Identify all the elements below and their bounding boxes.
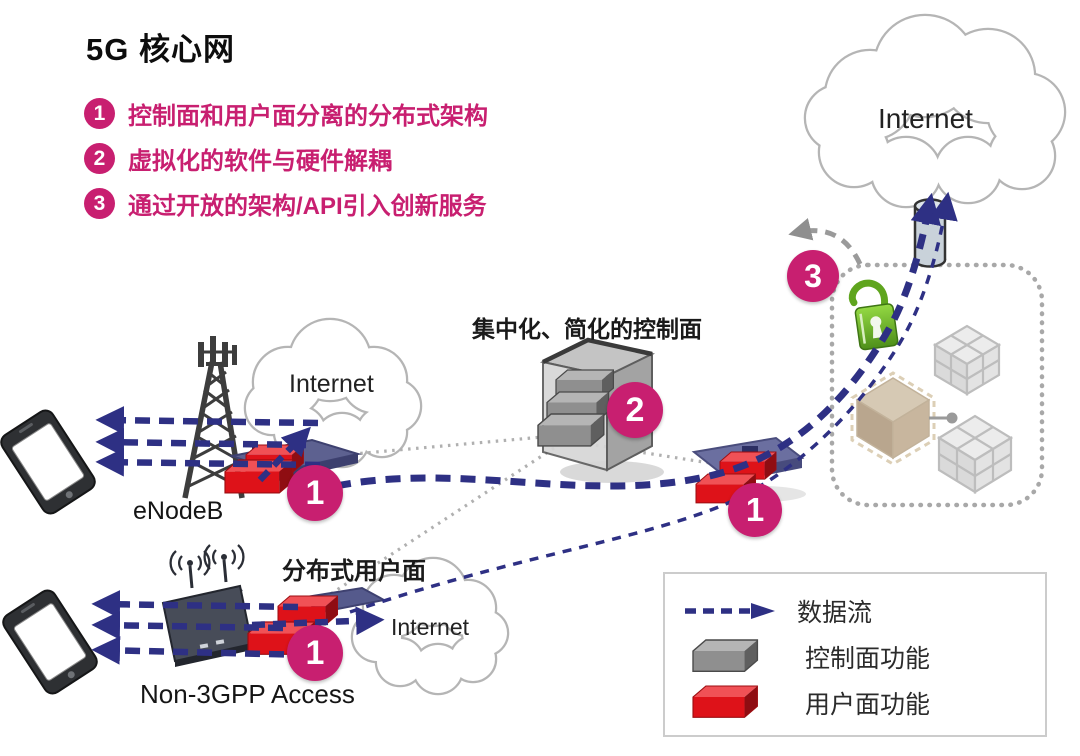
data-flow-secondary [349,191,958,614]
marker-badge-core: 1 [728,483,782,537]
cloud-label-enodeb: Internet [289,370,374,398]
legend-item-user-plane: 用户面功能 [681,680,1045,726]
data-flow-main [335,192,941,490]
wifi-access-point-icon [161,544,254,667]
cell-tower-icon [182,336,245,499]
container-cube-icon-top [932,324,1002,396]
bullet-badge-3: 3 [84,188,115,219]
label-distributed-user-plane: 分布式用户面 [282,558,426,585]
openness-arrow [788,218,863,266]
vnf-cube-icon [850,371,958,466]
cloud-label-non3gpp: Internet [391,614,469,640]
bullet-item-3: 3 通过开放的架构/API引入创新服务 [84,186,487,221]
page-title: 5G 核心网 [86,32,235,67]
bullet-item-2: 2 虚拟化的软件与硬件解耦 [84,141,392,176]
marker-badge-non3gpp: 1 [287,625,343,681]
open-platform-boundary [829,262,1045,508]
data-flows [91,191,958,665]
gray-box-icon [692,639,759,672]
red-box-icon [692,685,758,718]
bullet-text-1: 控制面和用户面分离的分布式架构 [128,103,488,130]
legend-item-control-plane: 控制面功能 [681,634,1045,680]
smartphone-icon-top [0,409,96,515]
marker-badge-control: 2 [607,382,663,438]
label-enodeb: eNodeB [133,497,224,525]
label-central-control-plane: 集中化、简化的控制面 [472,316,702,342]
smartphone-icon-bottom [2,589,98,695]
legend-label-data-flow: 数据流 [797,599,873,627]
bullet-text-2: 虚拟化的软件与硬件解耦 [128,148,392,175]
bullet-item-1: 1 控制面和用户面分离的分布式架构 [84,96,488,131]
legend: 数据流 控制面功能 用户面功能 [663,572,1047,737]
label-non-3gpp-access: Non-3GPP Access [140,679,355,709]
container-cube-icon-bottom [936,414,1014,494]
downlink-arrows-enodeb [95,405,321,477]
bullet-badge-2: 2 [84,143,115,174]
marker-badge-enodeb: 1 [287,465,343,521]
legend-item-data-flow: 数据流 [681,588,1045,634]
marker-badge-openness: 3 [787,250,839,302]
control-link-non3gpp [319,446,555,603]
legend-label-control-plane: 控制面功能 [805,645,931,673]
uplink-arrow-enodeb-cloud [257,426,311,483]
dashed-arrow-icon [685,603,775,619]
bullet-badge-1: 1 [84,98,115,129]
bullet-text-3: 通过开放的架构/API引入创新服务 [128,193,487,220]
legend-label-user-plane: 用户面功能 [805,691,931,719]
cloud-label-top-right: Internet [878,103,973,134]
